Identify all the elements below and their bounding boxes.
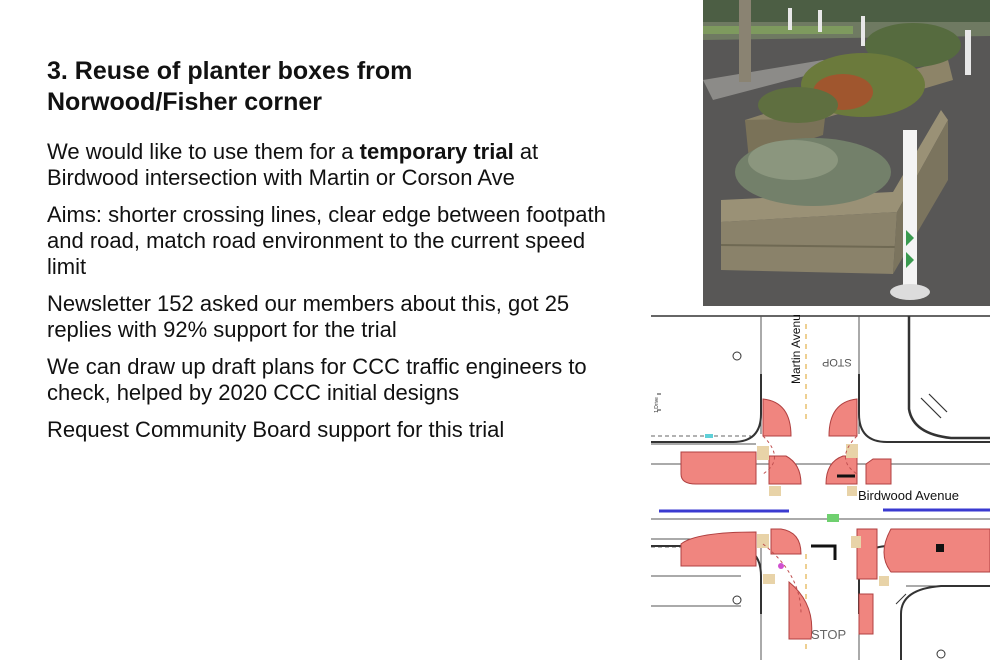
paragraph-aims: Aims: shorter crossing lines, clear edge… [47,202,606,279]
birdwood-avenue-label: Birdwood Avenue [858,488,959,503]
paragraph-request-support: Request Community Board support for this… [47,417,505,442]
small-plan-label: 1 Drive [653,397,660,413]
slide-title: 3. Reuse of planter boxes from Norwood/F… [47,56,647,118]
paragraph-text: We would like to use them for a [47,139,360,164]
title-line-1: 3. Reuse of planter boxes from [47,57,413,85]
body-text: We would like to use them for a temporar… [47,139,607,454]
paragraph-text: at Birdwood intersection with Martin or … [47,139,539,190]
bold-phrase: temporary trial [359,139,514,164]
martin-avenue-label: Martin Avenue [789,314,803,384]
paragraph-temporary-trial: We would like to use them for a temporar… [47,139,607,191]
intersection-plan: 1 Drive Martin Avenue STOP Birdwood Aven… [651,314,990,660]
paragraph-newsletter: Newsletter 152 asked our members about t… [47,291,570,342]
stop-marking-bottom: STOP [811,627,847,642]
stop-marking-top: STOP [822,356,852,368]
paragraph-draft-plans: We can draw up draft plans for CCC traff… [47,354,587,405]
title-line-2: Norwood/Fisher corner [47,88,323,116]
planter-box-photo [703,0,990,306]
